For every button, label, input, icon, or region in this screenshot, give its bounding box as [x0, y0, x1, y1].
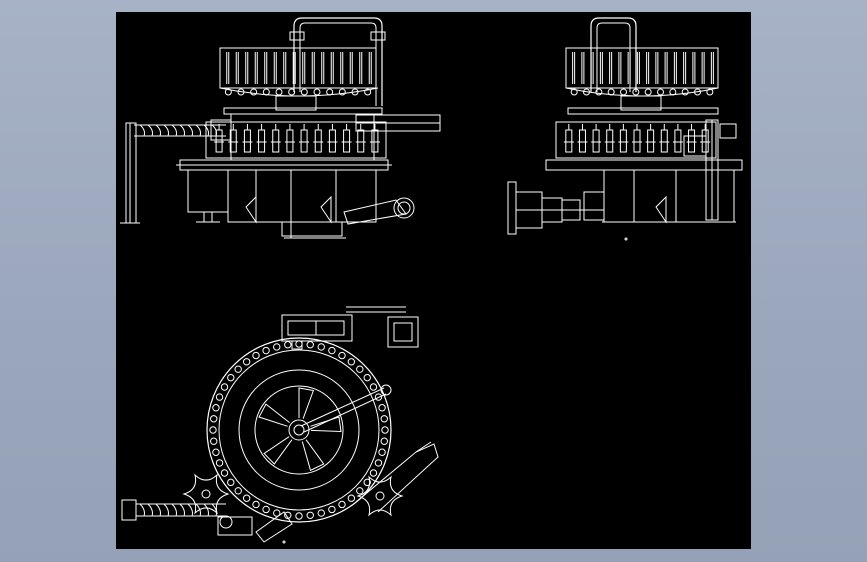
bottle-row: [214, 124, 380, 153]
turntable-spokes: [258, 387, 342, 472]
cad-drawing: [120, 17, 743, 544]
side-elevation-view: [507, 17, 743, 241]
screw-conveyor: [139, 124, 217, 137]
screw-conveyor-plan: [139, 503, 217, 517]
cad-drawing-viewport[interactable]: [116, 12, 751, 549]
filler-valve-ribs-side: [572, 52, 714, 84]
front-elevation-view: [120, 17, 441, 239]
star-wheel-right: [356, 475, 404, 517]
bottle-row-side: [563, 124, 711, 153]
filler-valve-nozzles-side: [570, 88, 714, 96]
filler-valve-nozzles: [224, 88, 372, 96]
chain-ring: [209, 340, 389, 520]
top-plan-view: [121, 306, 439, 544]
filler-valve-ribs: [226, 52, 372, 84]
